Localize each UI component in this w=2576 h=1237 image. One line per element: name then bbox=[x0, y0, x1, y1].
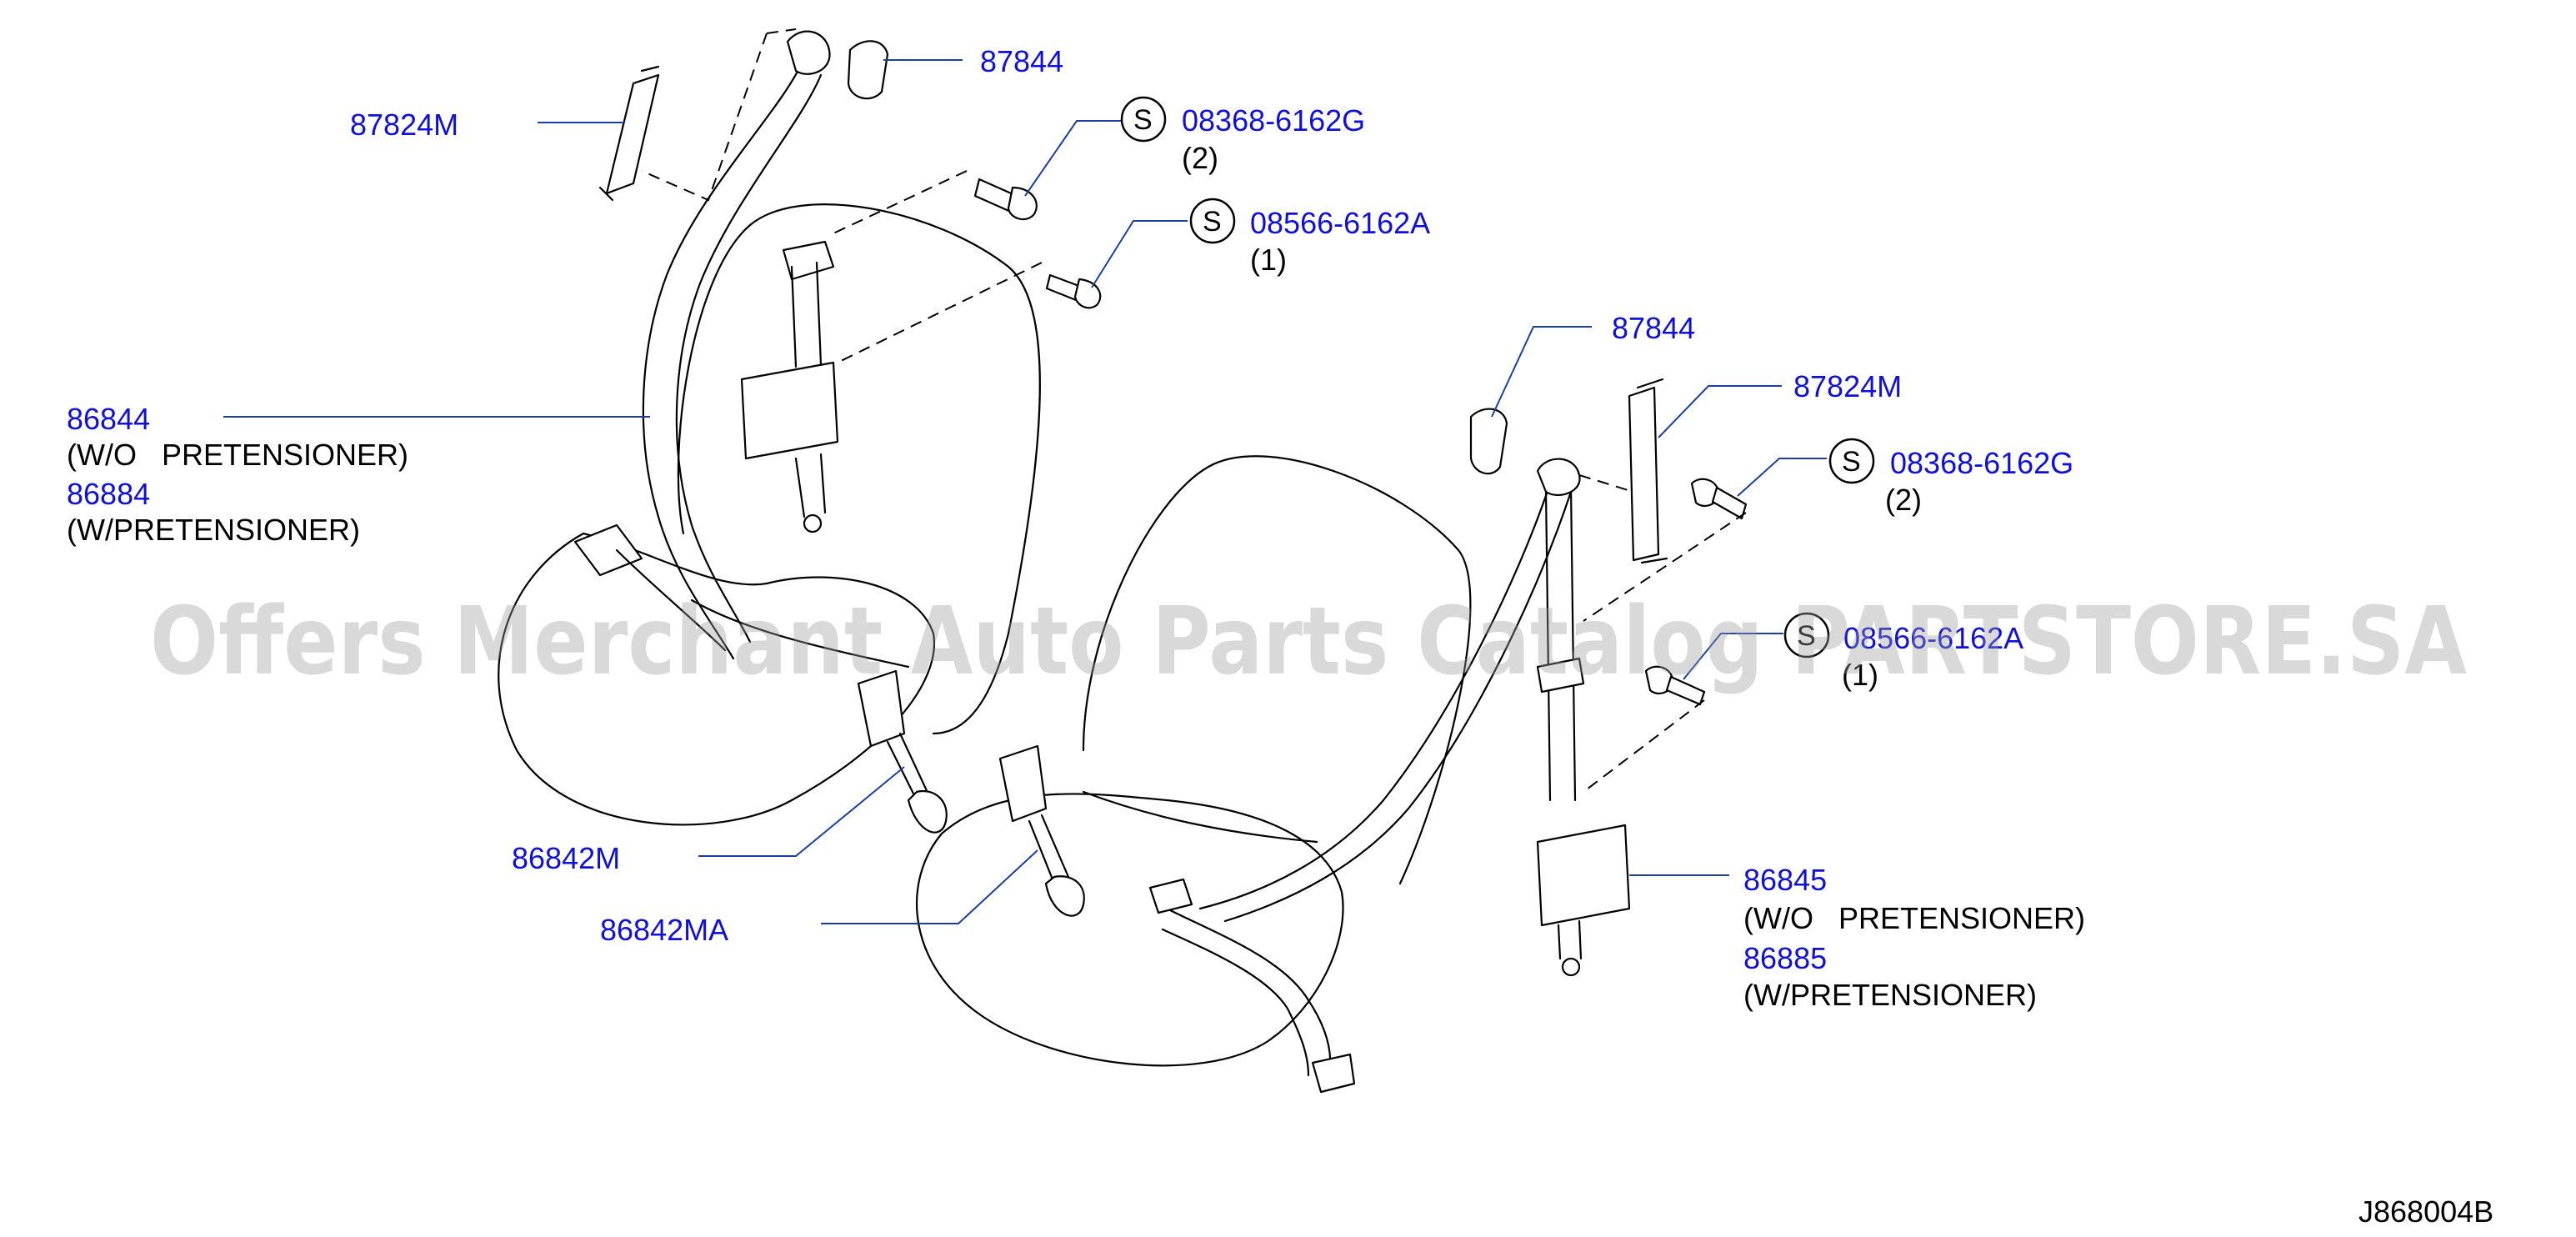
qty-08368-right: (2) bbox=[1885, 483, 1922, 517]
s-letter-08566-right: S bbox=[1797, 620, 1816, 652]
label-87844-right: 87844 bbox=[1612, 311, 1695, 345]
leader-08368-left bbox=[1024, 120, 1121, 197]
leader-87824m-right bbox=[1658, 385, 1782, 438]
right-buckle-end bbox=[1044, 875, 1085, 917]
label-08368-right: 08368-6162G bbox=[1890, 446, 2073, 480]
left-87844-part bbox=[847, 40, 889, 100]
right-belt-vertical bbox=[1544, 486, 1577, 802]
right-dash-1 bbox=[1578, 474, 1634, 493]
label-86884: 86884 bbox=[67, 477, 150, 511]
label-08566-right: 08566-6162A bbox=[1843, 621, 2023, 655]
leader-86842m bbox=[698, 766, 905, 857]
right-87824m-part bbox=[1628, 386, 1660, 562]
left-retractor-bolt bbox=[803, 513, 823, 533]
left-seat-crease bbox=[690, 598, 910, 669]
left-buckle-end bbox=[907, 789, 948, 834]
right-lap-anchor bbox=[1148, 878, 1193, 914]
right-lap-strap-inner bbox=[1161, 928, 1310, 1077]
left-retractor bbox=[740, 361, 839, 460]
left-seat-drawing bbox=[498, 30, 1041, 834]
note-86844: (W/O PRETENSIONER) bbox=[67, 438, 408, 472]
right-floor-anchor bbox=[1311, 1053, 1356, 1094]
left-bolt-08566 bbox=[1045, 273, 1102, 309]
label-08368-left: 08368-6162G bbox=[1182, 103, 1365, 138]
leader-08566-right bbox=[1683, 633, 1783, 680]
right-belt-guide bbox=[1536, 657, 1585, 694]
right-seat-cushion bbox=[916, 793, 1344, 1067]
left-retractor-strap bbox=[790, 261, 823, 368]
label-86844: 86844 bbox=[67, 402, 150, 436]
left-lap-anchor bbox=[573, 523, 643, 577]
right-belt-shoulder-inner bbox=[1223, 490, 1573, 923]
label-86885: 86885 bbox=[1743, 941, 1827, 975]
label-08566-left: 08566-6162A bbox=[1250, 206, 1430, 240]
left-lap-strap bbox=[615, 548, 727, 652]
left-hardware bbox=[598, 28, 1102, 363]
label-86845: 86845 bbox=[1743, 863, 1827, 897]
s-letter-08368-right: S bbox=[1842, 446, 1861, 478]
note-86885: (W/PRETENSIONER) bbox=[1743, 978, 2037, 1012]
right-retractor-lower bbox=[1557, 919, 1583, 960]
qty-08368-left: (2) bbox=[1182, 141, 1218, 175]
qty-08566-right: (1) bbox=[1842, 658, 1878, 692]
label-87824m-left: 87824M bbox=[350, 108, 458, 142]
part-labels: 87844 87824M S 08368-6162G (2) S 08566-6… bbox=[67, 44, 2085, 1012]
left-dash-3 bbox=[833, 170, 968, 234]
right-buckle-strap bbox=[1028, 814, 1070, 885]
right-bolt-08566 bbox=[1644, 665, 1706, 706]
leader-lines bbox=[223, 59, 1827, 924]
left-belt-upper-inner bbox=[675, 73, 823, 644]
s-symbol-08368-left bbox=[1120, 96, 1167, 143]
left-belt-upper bbox=[642, 65, 802, 660]
s-symbol-08368-right bbox=[1828, 438, 1875, 484]
label-87844-left: 87844 bbox=[980, 44, 1063, 78]
s-symbol-08566-left bbox=[1189, 198, 1236, 244]
right-87824m-tabs bbox=[1636, 378, 1668, 564]
leader-87844-right bbox=[1491, 326, 1592, 418]
left-seat-back bbox=[677, 203, 1041, 735]
right-dash-2 bbox=[1583, 512, 1747, 622]
left-buckle-86842m bbox=[857, 669, 906, 748]
right-retractor-bolt bbox=[1561, 957, 1581, 977]
right-dash-3 bbox=[1583, 699, 1705, 793]
right-lap-strap bbox=[1165, 907, 1332, 1077]
right-top-anchor bbox=[1536, 458, 1581, 496]
left-buckle-strap bbox=[886, 732, 931, 802]
leader-08368-right bbox=[1737, 458, 1827, 497]
left-87824m-tabs bbox=[598, 65, 660, 202]
label-87824m-right: 87824M bbox=[1793, 369, 1902, 403]
right-seat-back bbox=[1082, 455, 1472, 885]
right-buckle-86842ma bbox=[998, 744, 1048, 823]
right-hardware bbox=[1469, 378, 1748, 793]
diagram-reference-code: J868004B bbox=[2358, 1194, 2493, 1229]
label-86842ma: 86842MA bbox=[600, 913, 728, 947]
note-86845: (W/O PRETENSIONER) bbox=[1743, 901, 2085, 935]
left-87824m-part bbox=[605, 73, 660, 195]
qty-08566-left: (1) bbox=[1250, 243, 1287, 277]
right-retractor bbox=[1536, 824, 1631, 927]
s-letter-08566-left: S bbox=[1203, 206, 1222, 238]
label-86842m: 86842M bbox=[512, 841, 620, 875]
right-87844-part bbox=[1469, 408, 1508, 475]
left-dash-4 bbox=[837, 262, 1043, 363]
left-bolt-08368 bbox=[973, 178, 1038, 221]
s-symbol-08566-right bbox=[1783, 612, 1830, 659]
leader-08566-left bbox=[1091, 220, 1188, 288]
right-seat-crease bbox=[1082, 790, 1318, 844]
right-bolt-08368 bbox=[1690, 478, 1748, 520]
note-86884: (W/PRETENSIONER) bbox=[67, 513, 360, 547]
watermark-text: Offers Merchant Auto Parts Catalog PARTS… bbox=[150, 588, 2467, 696]
s-letter-08368-left: S bbox=[1133, 104, 1153, 136]
left-seat-cushion bbox=[498, 532, 936, 826]
left-dash-1 bbox=[641, 33, 768, 202]
left-belt-guide bbox=[782, 240, 835, 281]
left-retractor-lower bbox=[794, 453, 827, 518]
right-belt-shoulder bbox=[1198, 482, 1552, 910]
left-top-anchor bbox=[786, 30, 831, 75]
leader-86842ma bbox=[821, 849, 1038, 924]
left-dash-2 bbox=[766, 28, 797, 34]
